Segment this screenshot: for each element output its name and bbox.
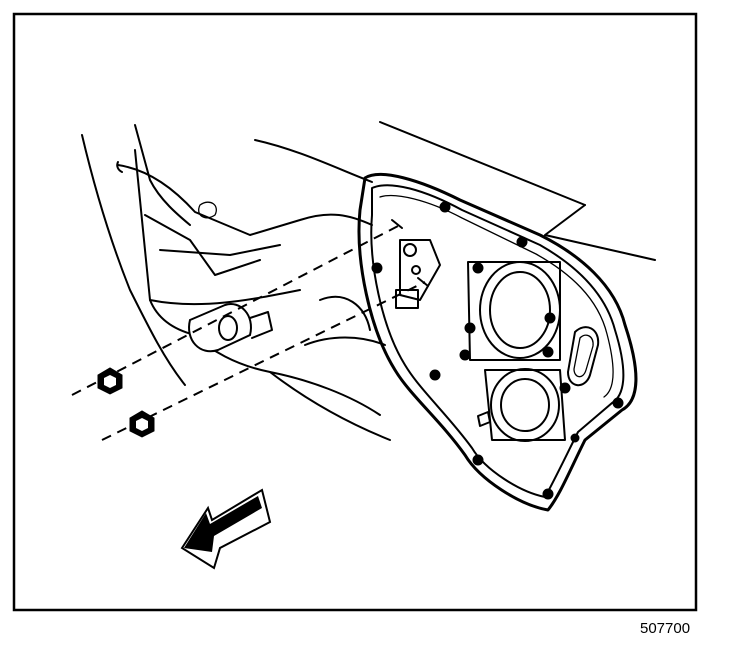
vehicle-body-outline bbox=[81, 121, 656, 386]
figure-frame bbox=[12, 12, 698, 612]
regulator-motor bbox=[188, 303, 273, 353]
figure-number: 507700 bbox=[640, 620, 691, 637]
speaker-lower bbox=[477, 368, 566, 442]
handle-opening bbox=[567, 326, 600, 387]
speaker-upper bbox=[467, 261, 561, 361]
front-direction-arrow-icon bbox=[180, 488, 272, 570]
fastener-alignment-lines bbox=[71, 224, 426, 441]
door-module-panel bbox=[357, 172, 638, 512]
upper-nut bbox=[97, 367, 123, 395]
lower-nut bbox=[129, 410, 155, 438]
panel-fasteners bbox=[371, 201, 624, 500]
mounting-studs bbox=[391, 219, 429, 287]
door-inner-shell bbox=[116, 149, 391, 441]
